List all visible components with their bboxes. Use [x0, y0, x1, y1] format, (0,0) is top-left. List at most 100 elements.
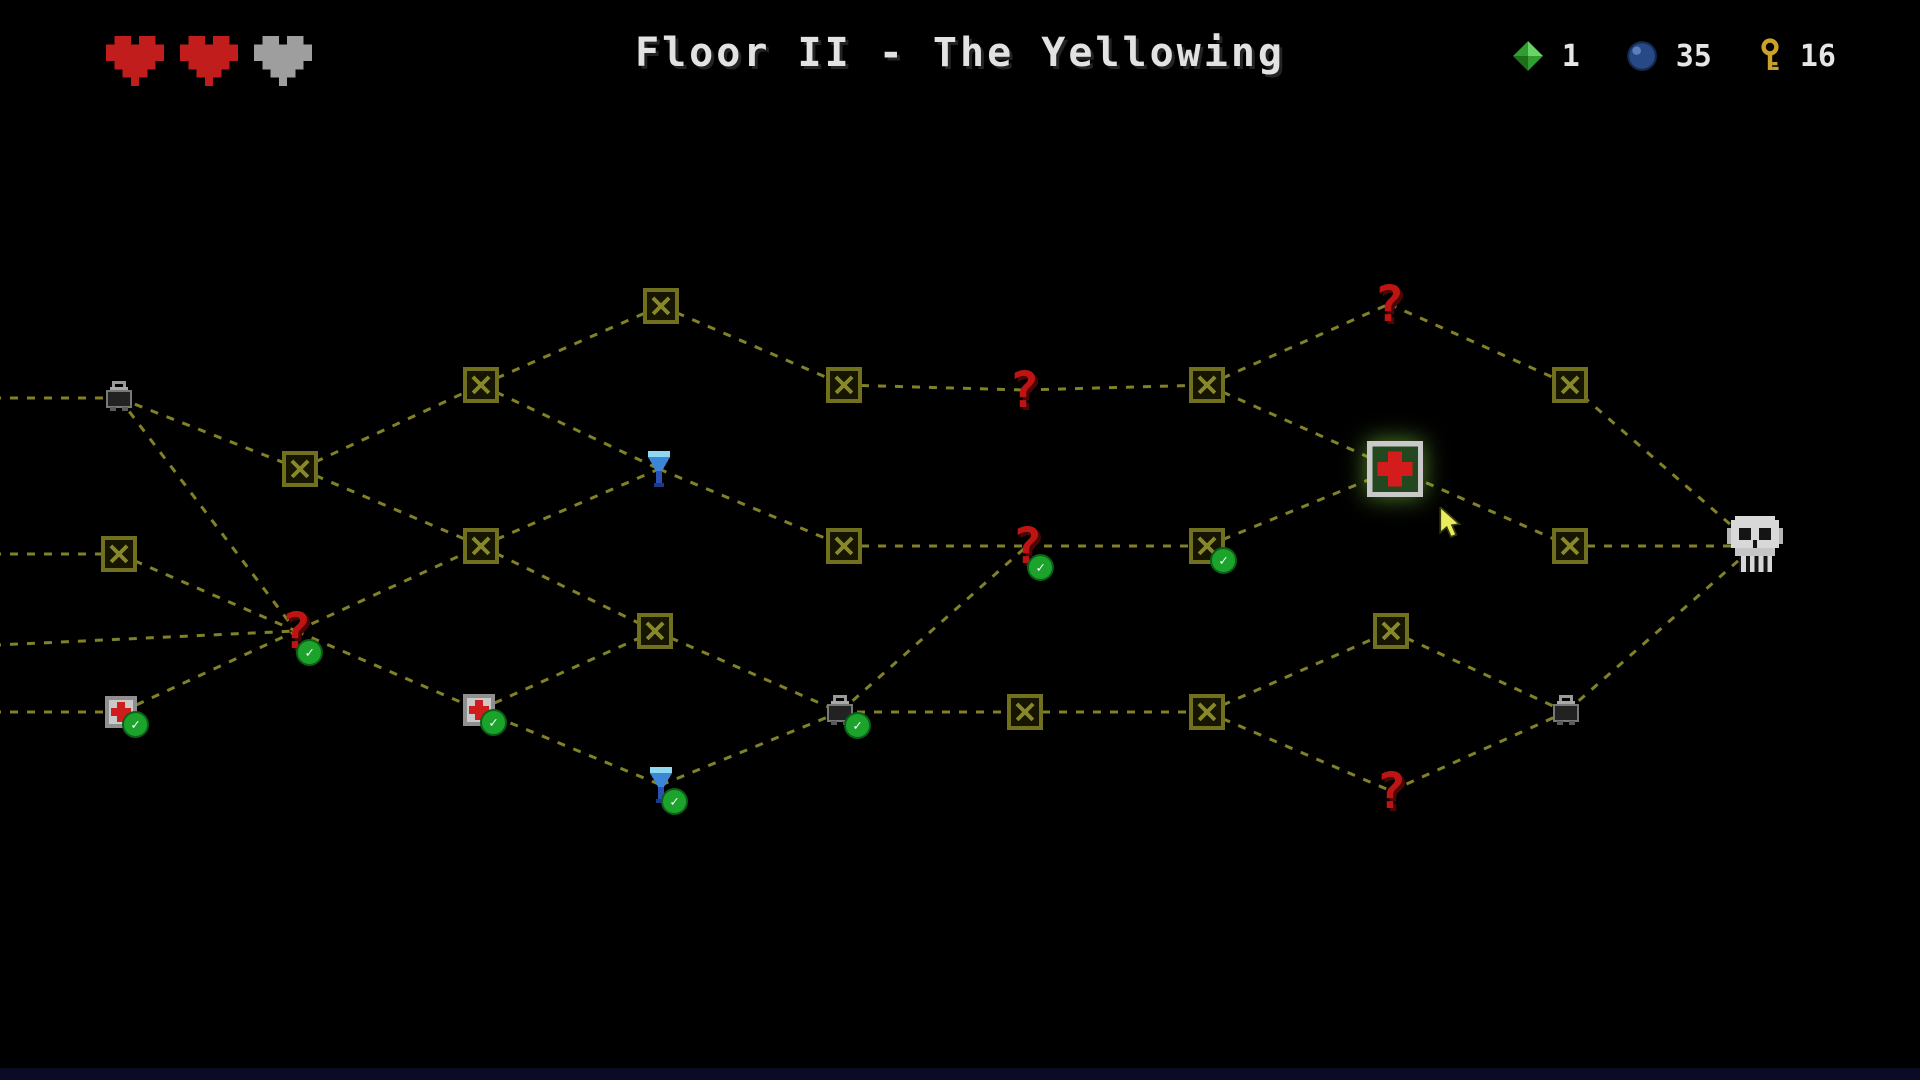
map-edge: [660, 710, 841, 787]
map-edge: [1206, 629, 1392, 714]
map-edge: [1565, 544, 1756, 714]
map-edge: [118, 396, 301, 471]
map-node-chest[interactable]: [1547, 695, 1585, 729]
resources: 1 35: [1512, 38, 1836, 74]
map-edge: [295, 544, 482, 633]
map-edge: [0, 629, 297, 647]
map-node-combat[interactable]: [637, 613, 673, 649]
orb-icon: [1626, 40, 1658, 72]
map-edge: [478, 629, 656, 712]
map-edge: [480, 544, 656, 633]
combat-icon: [1552, 367, 1588, 403]
visited-check-icon: ✓: [844, 712, 871, 739]
map-edge: [843, 383, 1025, 392]
map-edge: [1569, 383, 1756, 548]
visited-check-icon: ✓: [296, 639, 324, 666]
question-icon: ?: [1375, 762, 1407, 820]
map-edge: [1390, 710, 1567, 793]
map-node-combat[interactable]: ✓: [1189, 528, 1237, 574]
map-node-combat[interactable]: [101, 536, 137, 572]
map-edge: [299, 467, 482, 548]
combat-icon: [637, 613, 673, 649]
map-node-combat[interactable]: [826, 367, 862, 403]
heart-empty-icon: [254, 36, 312, 90]
gold-count: 16: [1799, 38, 1836, 74]
map-node-heal[interactable]: ✓: [463, 694, 507, 736]
map-node-combat[interactable]: [1007, 694, 1043, 730]
map-edge: [120, 629, 297, 714]
pot-icon: [106, 381, 132, 411]
combat-icon: [463, 367, 499, 403]
map-edge: [295, 629, 480, 712]
resource-gold: 16: [1758, 38, 1836, 74]
map-node-potion[interactable]: [644, 449, 674, 489]
question-icon: ?: [1008, 361, 1040, 419]
pot-icon: [1553, 695, 1579, 725]
skull-icon: [1727, 516, 1783, 572]
map-node-chest[interactable]: [100, 381, 138, 415]
heart-filled-icon: [180, 36, 238, 90]
resource-orbs: 35: [1626, 39, 1712, 74]
combat-icon: [1189, 367, 1225, 403]
potion-icon: [648, 451, 670, 487]
orb-count: 35: [1675, 38, 1712, 74]
map-edge: [1206, 710, 1392, 793]
resource-gems: 1: [1512, 39, 1580, 74]
heal-icon: [1367, 441, 1423, 497]
combat-icon: [643, 288, 679, 324]
map-node-combat[interactable]: [826, 528, 862, 564]
map-node-potion[interactable]: ✓: [646, 765, 688, 815]
map-node-heal[interactable]: ✓: [105, 696, 149, 738]
map-edge: [480, 383, 660, 471]
gem-icon: [1512, 40, 1544, 72]
map-node-combat[interactable]: [1189, 694, 1225, 730]
map-node-event[interactable]: ?: [1376, 766, 1406, 816]
map-node-heal[interactable]: [1367, 441, 1423, 497]
map-node-event[interactable]: ?: [1374, 279, 1404, 329]
map-node-boss[interactable]: [1727, 516, 1783, 576]
map-edge: [1394, 467, 1571, 548]
combat-icon: [1189, 694, 1225, 730]
map-edge: [1206, 302, 1390, 387]
visited-check-icon: ✓: [1027, 554, 1055, 581]
map-edge: [480, 467, 660, 548]
map-node-event[interactable]: ?✓: [1012, 521, 1055, 581]
key-icon: [1758, 38, 1782, 74]
map-node-event[interactable]: ?✓: [281, 606, 324, 666]
visited-check-icon: ✓: [1210, 547, 1237, 574]
map-edge: [117, 397, 298, 632]
floor-title: Floor II - The Yellowing: [635, 30, 1285, 76]
combat-icon: [1552, 528, 1588, 564]
question-icon: ?: [1373, 275, 1405, 333]
map-edge: [118, 552, 297, 633]
combat-icon: [1373, 613, 1409, 649]
hud-bar: Floor II - The Yellowing 1: [0, 0, 1920, 120]
combat-icon: [826, 528, 862, 564]
combat-icon: [282, 451, 318, 487]
map-edge: [1388, 302, 1571, 387]
map-node-combat[interactable]: [643, 288, 679, 324]
map-edge: [299, 383, 482, 471]
combat-icon: [101, 536, 137, 572]
map-edge: [480, 304, 662, 387]
map-edge: [839, 544, 1028, 714]
gem-count: 1: [1561, 38, 1580, 74]
map-edge: [658, 467, 845, 548]
map-edge: [1390, 629, 1567, 714]
map-node-event[interactable]: ?: [1009, 365, 1039, 415]
map-node-combat[interactable]: [1373, 613, 1409, 649]
map-node-combat[interactable]: [463, 528, 499, 564]
map-node-chest[interactable]: ✓: [821, 695, 871, 739]
map-node-combat[interactable]: [1552, 528, 1588, 564]
map-node-combat[interactable]: [1189, 367, 1225, 403]
heart-filled-icon: [106, 36, 164, 90]
map-node-combat[interactable]: [463, 367, 499, 403]
combat-icon: [463, 528, 499, 564]
map-node-combat[interactable]: [1552, 367, 1588, 403]
map-node-combat[interactable]: [282, 451, 318, 487]
map-edge: [660, 304, 845, 387]
cursor-pointer: [1438, 505, 1466, 543]
visited-check-icon: ✓: [122, 711, 149, 738]
